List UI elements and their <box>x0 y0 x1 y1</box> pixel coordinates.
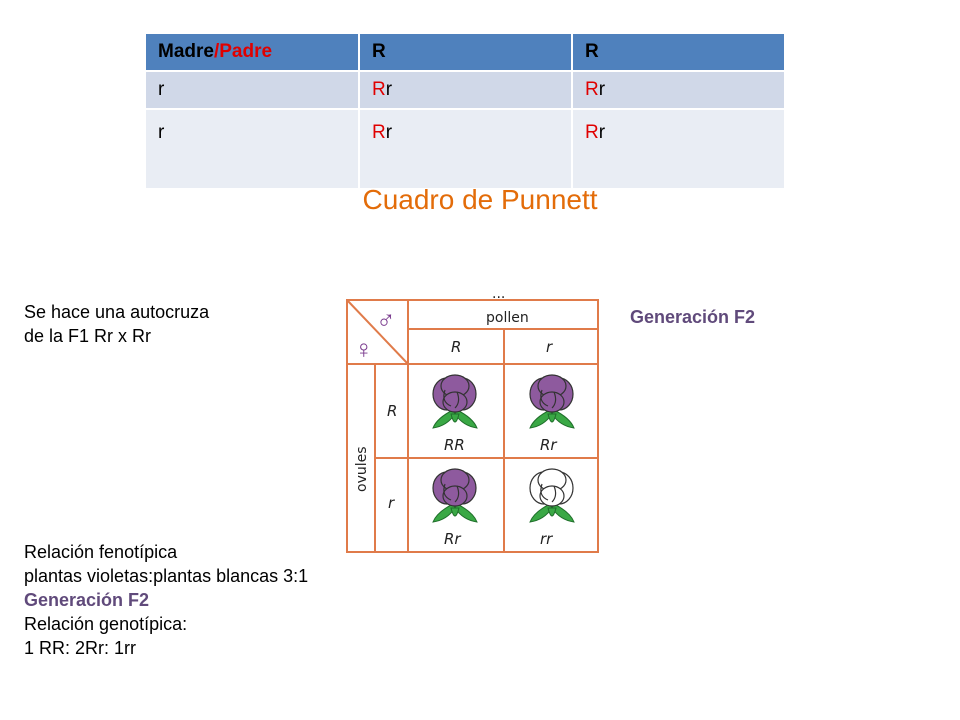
pollen-allele: r <box>546 338 553 356</box>
generation-f2-label-bottom: Generación F2 <box>24 590 150 610</box>
ovule-allele: r <box>388 494 395 512</box>
purple-flower-icon <box>529 374 575 429</box>
allele-R: R <box>372 122 386 143</box>
white-flower-icon <box>529 468 575 523</box>
genotype-label: RR <box>444 436 465 454</box>
table-row: r Rr Rr <box>144 70 786 110</box>
genotype-label: rr <box>540 530 553 548</box>
table-row: r Rr Rr <box>144 108 786 190</box>
autocross-text: Se hace una autocruza de la F1 Rr x Rr <box>24 300 209 348</box>
purple-flower-icon <box>432 468 478 523</box>
punnett-flower-diagram: ... ♂ ♀ pollen ovules R r R r RR Rr Rr r… <box>346 286 599 553</box>
table-header-row: Madre/Padre R R <box>144 32 786 72</box>
table-cell: Rr <box>358 70 573 110</box>
table-cell: Rr <box>358 108 573 190</box>
allele-r: r <box>385 122 393 143</box>
genotype-label: Rr <box>540 436 557 454</box>
genotypic-ratio-value: 1 RR: 2Rr: 1rr <box>24 638 137 658</box>
allele-r: r <box>598 122 606 143</box>
male-symbol: ♂ <box>376 304 396 334</box>
allele-R: R <box>585 122 599 143</box>
allele-R: R <box>585 79 599 100</box>
phenotypic-ratio-title: Relación fenotípica <box>24 542 178 562</box>
genotype-label: Rr <box>444 530 461 548</box>
corner-cell: Madre/Padre <box>144 32 360 72</box>
ratios-text: Relación fenotípica plantas violetas:pla… <box>24 540 308 660</box>
row-label: r <box>144 70 360 110</box>
genotypic-ratio-title: Relación genotípica: <box>24 614 188 634</box>
pollen-allele: R <box>451 338 461 356</box>
allele-r: r <box>598 79 606 100</box>
allele-R: R <box>372 79 386 100</box>
table-cell: Rr <box>571 108 786 190</box>
madre-label: Madre <box>158 41 214 62</box>
ovules-label: ovules <box>354 446 370 492</box>
phenotypic-ratio-value: plantas violetas:plantas blancas 3:1 <box>24 566 309 586</box>
purple-flower-icon <box>432 374 478 429</box>
autocross-line2: de la F1 Rr x Rr <box>24 326 152 346</box>
table-cell: Rr <box>571 70 786 110</box>
female-symbol: ♀ <box>354 334 374 364</box>
padre-label: /Padre <box>213 41 273 62</box>
allele-r: r <box>385 79 393 100</box>
generation-f2-label: Generación F2 <box>630 307 756 327</box>
row-label: r <box>144 108 360 190</box>
autocross-line1: Se hace una autocruza <box>24 302 210 322</box>
pollen-label: pollen <box>486 310 529 326</box>
diagram-grid <box>346 299 599 553</box>
punnett-table: Madre/Padre R R r Rr Rr r Rr Rr <box>144 32 786 190</box>
ovule-allele: R <box>387 402 397 420</box>
dots-label: ... <box>492 286 505 302</box>
page-title: Cuadro de Punnett <box>362 184 598 215</box>
header-col2: R <box>571 32 786 72</box>
header-col1: R <box>358 32 573 72</box>
